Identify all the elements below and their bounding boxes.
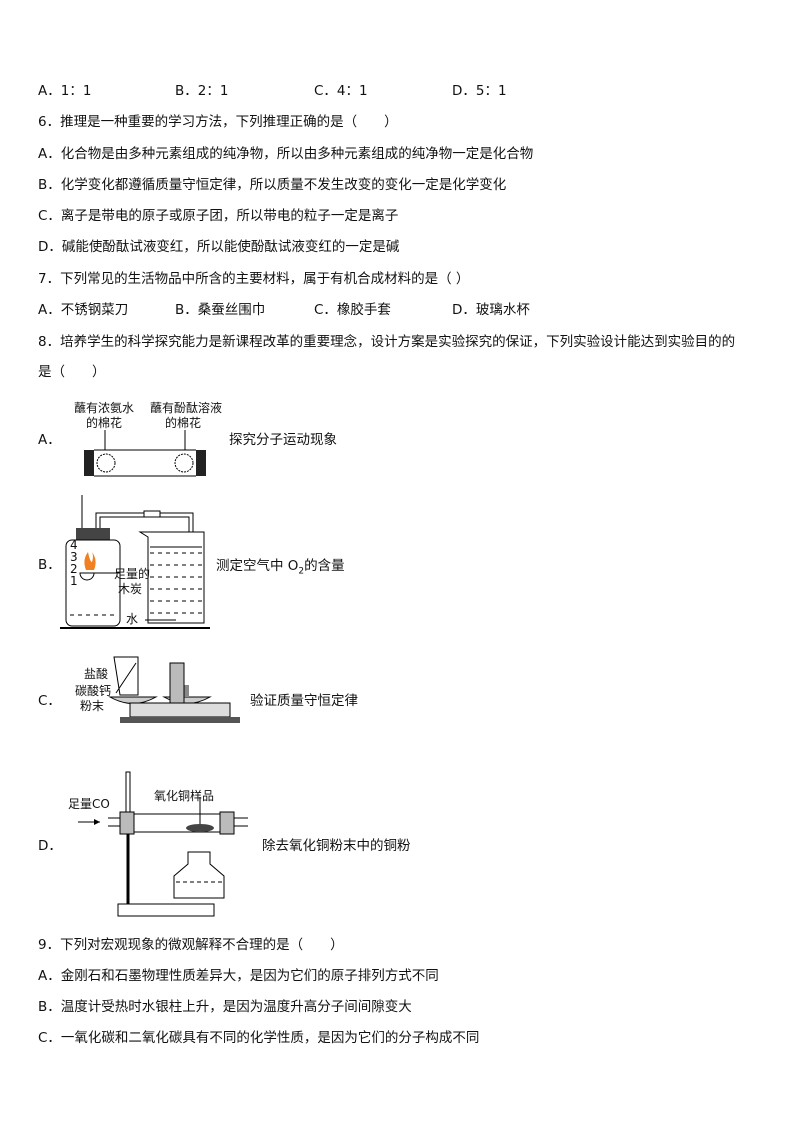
label-phenolphthalein-2: 的棉花 [165,416,202,430]
label-caco3-1: 碳酸钙 [75,684,112,698]
label-phenolphthalein-1: 蘸有酚酞溶液 [150,401,223,415]
q8-stem-line1: 8．培养学生的科学探究能力是新课程改革的重要理念，设计方案是实验探究的保证，下列… [38,334,736,350]
q6-option-d: D．碱能使酚酞试液变红，所以能使酚酞试液变红的一定是碱 [38,239,400,255]
caption-subscript: 2 [298,566,305,577]
q6-option-b: B．化学变化都遵循质量守恒定律，所以质量不发生改变的变化一定是化学变化 [38,177,507,193]
label-water: 水 [126,612,139,626]
q7-option-c: C．橡胶手套 [314,302,391,318]
q9-option-a: A．金刚石和石墨物理性质差异大，是因为它们的原子排列方式不同 [38,968,439,984]
q7-option-a: A．不锈钢菜刀 [38,302,129,318]
q6-stem: 6．推理是一种重要的学习方法，下列推理正确的是（ ） [38,114,398,130]
q5-option-c: C．4：1 [314,83,368,99]
q9-option-b: B．温度计受热时水银柱上升，是因为温度升高分子间间隙变大 [38,999,412,1015]
q8-option-a-caption: 探究分子运动现象 [229,432,337,448]
q6-option-a: A．化合物是由多种元素组成的纯净物，所以由多种元素组成的纯净物一定是化合物 [38,146,534,162]
label-ammonia-1: 蘸有浓氨水 [74,401,135,415]
label-co: 足量CO [68,797,110,811]
q5-option-d: D．5：1 [452,83,507,99]
co-reduction-apparatus-diagram [78,771,248,917]
scale-2: 2 [70,562,78,576]
q7-option-d: D．玻璃水杯 [452,302,530,318]
oxygen-measurement-diagram [60,495,210,629]
q8-option-c-caption: 验证质量守恒定律 [250,693,358,709]
q7-stem: 7．下列常见的生活物品中所含的主要材料，属于有机合成材料的是（ ） [38,271,470,287]
q5-option-b: B．2：1 [175,83,229,99]
q8-option-a-letter: A． [38,432,61,448]
label-charcoal-1: 足量的 [114,567,151,581]
caption-end: 的含量 [304,558,345,574]
q7-option-b: B．桑蚕丝围巾 [175,302,266,318]
q8-stem-line2: 是（ ） [38,364,106,380]
label-hcl: 盐酸 [84,667,109,681]
balance-diagram [108,656,240,723]
caption-text: 测定空气中 O [216,558,299,574]
label-caco3-2: 粉末 [80,699,105,713]
scale-3: 3 [70,550,78,564]
label-cuo-sample: 氧化铜样品 [154,789,215,803]
label-ammonia-2: 的棉花 [86,416,123,430]
q8-option-b-letter: B． [38,557,61,573]
q8-option-d-caption: 除去氧化铜粉末中的铜粉 [262,838,411,854]
q8-option-c-letter: C． [38,693,61,709]
q6-option-c: C．离子是带电的原子或原子团，所以带电的粒子一定是离子 [38,208,399,224]
scale-4: 4 [70,538,78,552]
q9-stem: 9．下列对宏观现象的微观解释不合理的是（ ） [38,937,344,953]
diffusion-tube-diagram [84,430,206,477]
label-charcoal-2: 木炭 [118,582,143,596]
scale-1: 1 [70,574,78,588]
q8-option-d-letter: D． [38,838,62,854]
q9-option-c: C．一氧化碳和二氧化碳具有不同的化学性质，是因为它们的分子构成不同 [38,1030,480,1046]
q5-option-a: A．1：1 [38,83,92,99]
q8-option-b-caption: 测定空气中 O2的含量 [216,557,345,581]
